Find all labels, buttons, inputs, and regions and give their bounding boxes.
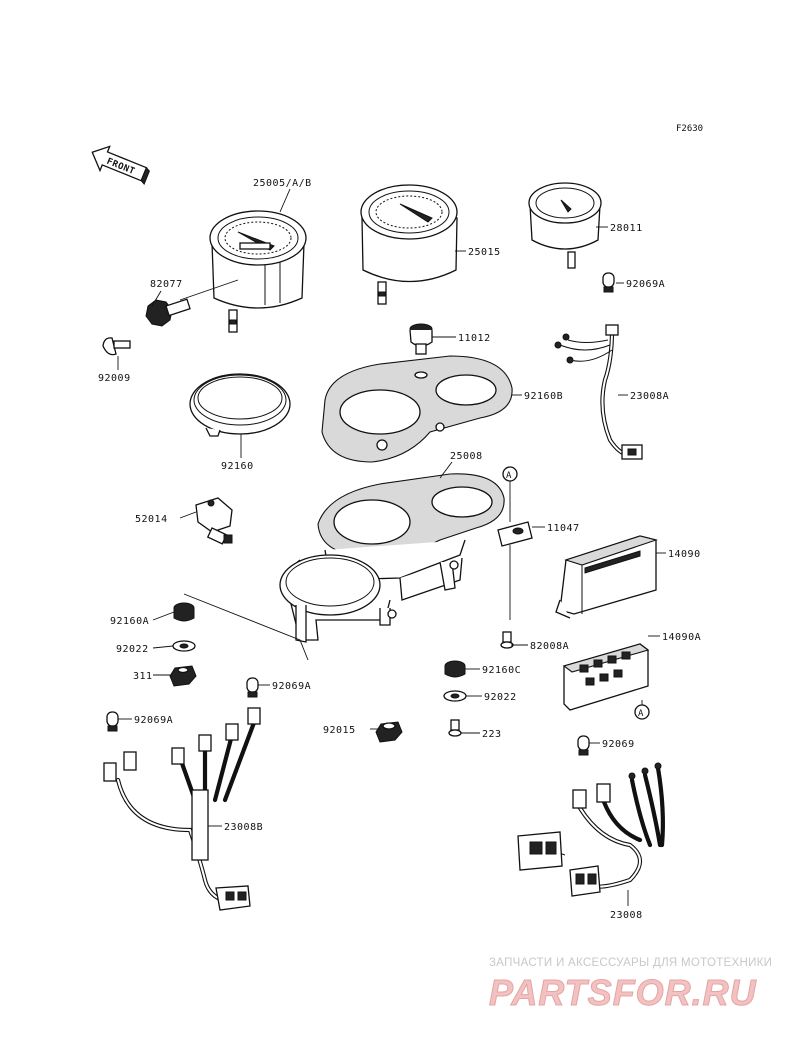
screw-92009 — [102, 337, 131, 356]
bulb-92069 — [577, 735, 590, 756]
callout-marker-top: A — [502, 466, 518, 482]
washer-92022-left — [172, 640, 196, 652]
figure-code: F2630 — [676, 124, 703, 134]
drive-fitting — [145, 298, 191, 327]
front-arrow-icon: FRONT — [91, 145, 150, 185]
part-label: 92069A — [626, 279, 665, 290]
part-label: 92069 — [602, 739, 635, 750]
callout-marker-top-label: A — [506, 471, 512, 481]
callout-marker-bottom-label: A — [638, 709, 644, 719]
callout-marker-bottom: A — [634, 704, 650, 720]
part-label: 92160C — [482, 665, 521, 676]
part-label: 11012 — [458, 333, 491, 344]
screw-223 — [448, 719, 462, 737]
washer-92022-right — [443, 690, 467, 702]
bracket-11047 — [497, 521, 533, 547]
part-labels: 25005/A/B 25015 28011 82077 92009 92069A… — [98, 178, 701, 921]
wire-harness-23008b — [103, 707, 261, 911]
part-label: 92069A — [272, 681, 311, 692]
part-label: 311 — [133, 671, 153, 682]
switch-52014 — [195, 497, 233, 545]
watermark-brand: PARTSFOR.RU — [489, 972, 757, 1013]
part-label: 82077 — [150, 279, 183, 290]
part-label: 25008 — [450, 451, 483, 462]
part-label: 92009 — [98, 373, 131, 384]
part-label: 14090 — [668, 549, 701, 560]
gasket-ring-92160 — [189, 373, 291, 437]
part-label: 92015 — [323, 725, 356, 736]
nut-92015 — [375, 721, 403, 743]
wire-harness-23008 — [517, 762, 665, 897]
small-gauge — [528, 182, 602, 269]
part-label: 23008A — [630, 391, 669, 402]
part-label: 92160 — [221, 461, 254, 472]
part-label: 92022 — [116, 644, 149, 655]
part-label: 23008B — [224, 822, 263, 833]
tachometer-gauge — [360, 184, 458, 305]
part-label: 25005/A/B — [253, 178, 312, 189]
grommet-11012 — [409, 323, 433, 355]
part-label: 14090A — [662, 632, 701, 643]
wire-harness-23008a — [554, 324, 643, 460]
bulb-92069a-mid — [246, 677, 259, 698]
part-label: 92069A — [134, 715, 173, 726]
leader-lines — [117, 188, 666, 906]
part-label: 223 — [482, 729, 502, 740]
speedometer-gauge — [209, 210, 307, 333]
indicator-housing-14090 — [555, 535, 658, 619]
screw-82008a — [500, 631, 514, 649]
damper-92160c — [444, 660, 466, 678]
part-label: 28011 — [610, 223, 643, 234]
part-label: 11047 — [547, 523, 580, 534]
meter-bracket-25008 — [279, 473, 505, 643]
indicator-lens-14090a — [562, 643, 650, 711]
part-label: 25015 — [468, 247, 501, 258]
part-label: 23008 — [610, 910, 643, 921]
bulb-92069a-left — [106, 711, 119, 732]
watermark-tagline: ЗАПЧАСТИ И АКСЕССУАРЫ ДЛЯ МОТОТЕХНИКИ — [489, 957, 772, 969]
part-label: 92022 — [484, 692, 517, 703]
part-label: 92160B — [524, 391, 563, 402]
cover-plate-92160b — [321, 355, 513, 463]
part-label: 92160A — [110, 616, 149, 627]
bulb-92069a-top — [602, 272, 615, 293]
watermark: ЗАПЧАСТИ И АКСЕССУАРЫ ДЛЯ МОТОТЕХНИКИ PA… — [489, 957, 772, 1014]
part-label: 82008A — [530, 641, 569, 652]
part-label: 52014 — [135, 514, 168, 525]
nut-311 — [169, 665, 197, 687]
damper-92160a — [173, 602, 195, 622]
